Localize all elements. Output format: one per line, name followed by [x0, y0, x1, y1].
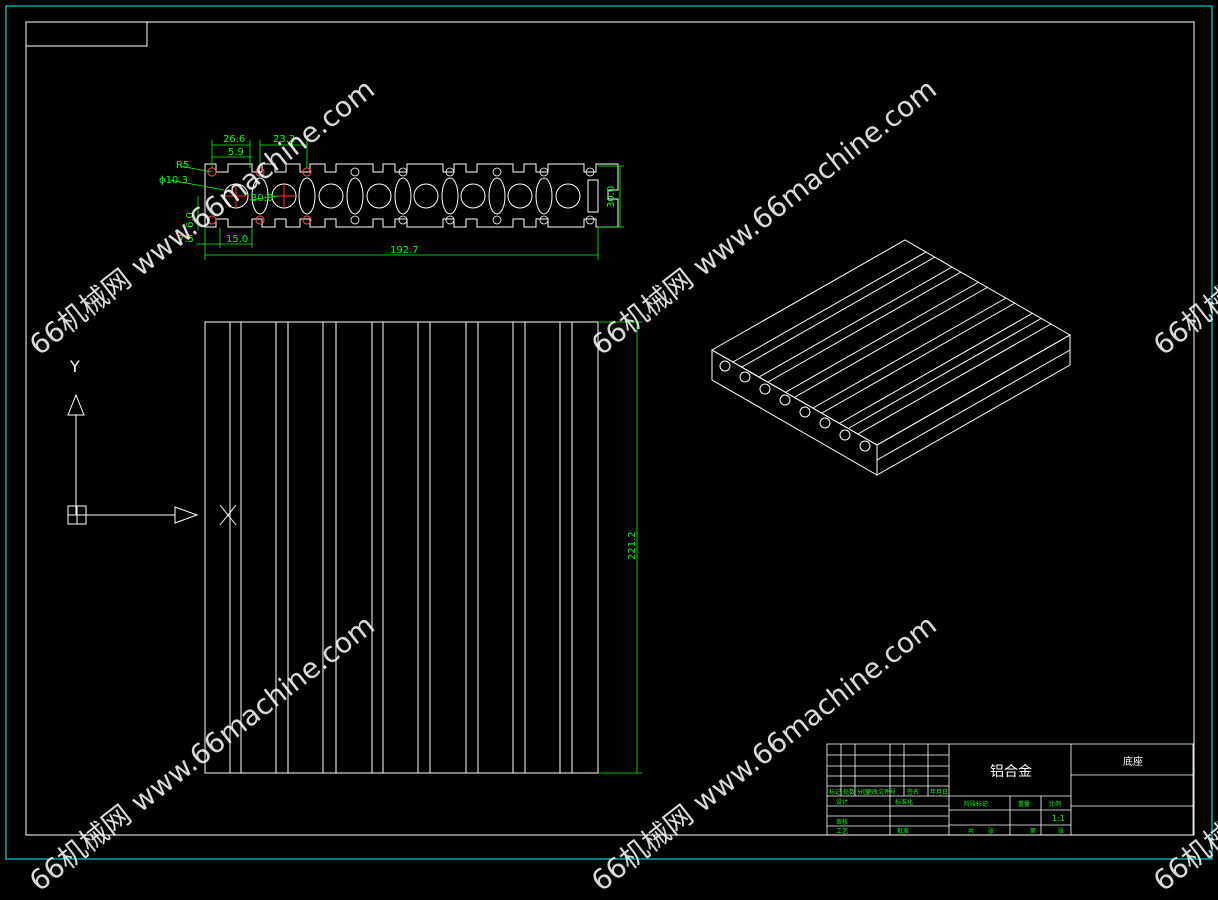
section-dimensions: [169, 140, 624, 260]
tb-label-standard: 标准化: [895, 798, 913, 806]
tb-label-date: 年月日: [930, 788, 948, 796]
tb-label-change-doc: 更改文件号: [866, 788, 896, 796]
ucs-y-label: Y: [69, 357, 80, 376]
dim-7-5: 7.5: [178, 234, 194, 245]
part-name: 铝合金: [990, 764, 1032, 780]
isometric-view: [710, 239, 1072, 476]
ucs-icon: [67, 393, 237, 526]
dim-30-center: 30.0: [251, 193, 273, 204]
title-block-texts: 标记 处数 分区 更改文件号 签名 年月日 设计 标准化 审核 工艺 批准 阶段…: [829, 788, 1065, 835]
tb-label-number: 第: [1030, 827, 1036, 835]
dim-30-height: 30.0: [606, 186, 617, 208]
dim-6-0: 6.0: [185, 212, 196, 228]
inner-frame: [25, 21, 1195, 836]
dim-221-2: 221.2: [627, 531, 638, 560]
tb-label-review: 审核: [836, 818, 848, 826]
dim-5-9: 5.9: [228, 147, 244, 158]
corner-box: [25, 21, 148, 47]
tb-label-weight: 重量: [1018, 800, 1030, 808]
dim-192-7: 192.7: [390, 245, 419, 256]
tb-label-mark: 标记: [829, 788, 841, 796]
tb-label-ratio: 比例: [1049, 800, 1061, 808]
tb-label-sign: 签名: [907, 788, 919, 796]
outer-frame: [5, 5, 1213, 860]
dim-phi-10-3: ϕ10.3: [159, 175, 188, 186]
tb-scale-value: 1:1: [1052, 814, 1065, 823]
tb-label-total: 共: [968, 827, 974, 835]
profile-front-view: [204, 321, 599, 774]
tb-label-stage: 阶段标记: [964, 800, 988, 808]
length-dimension: [598, 321, 642, 774]
section-dimension-texts: 26.6 23.2 5.9 R5 ϕ10.3 30.0 6.0 7.5 15.0…: [159, 134, 617, 256]
drawing-number: 底座: [1123, 755, 1143, 768]
dim-r5: R5: [176, 160, 189, 171]
dim-15-0: 15.0: [226, 234, 248, 245]
dim-23-2: 23.2: [273, 134, 295, 145]
tb-label-sheet: 张: [1058, 827, 1064, 835]
tb-label-craft: 工艺: [836, 827, 848, 835]
tb-label-sheets: 张: [988, 827, 994, 835]
title-block: [826, 743, 1194, 836]
tb-label-design: 设计: [836, 798, 848, 806]
dim-26-6: 26.6: [223, 134, 245, 145]
tb-label-zone: 分区: [857, 788, 869, 796]
tb-label-count: 处数: [843, 788, 855, 796]
cad-drawing: 26.6 23.2 5.9 R5 ϕ10.3 30.0 6.0 7.5 15.0…: [5, 5, 1213, 860]
tb-label-approve: 批准: [897, 827, 909, 835]
